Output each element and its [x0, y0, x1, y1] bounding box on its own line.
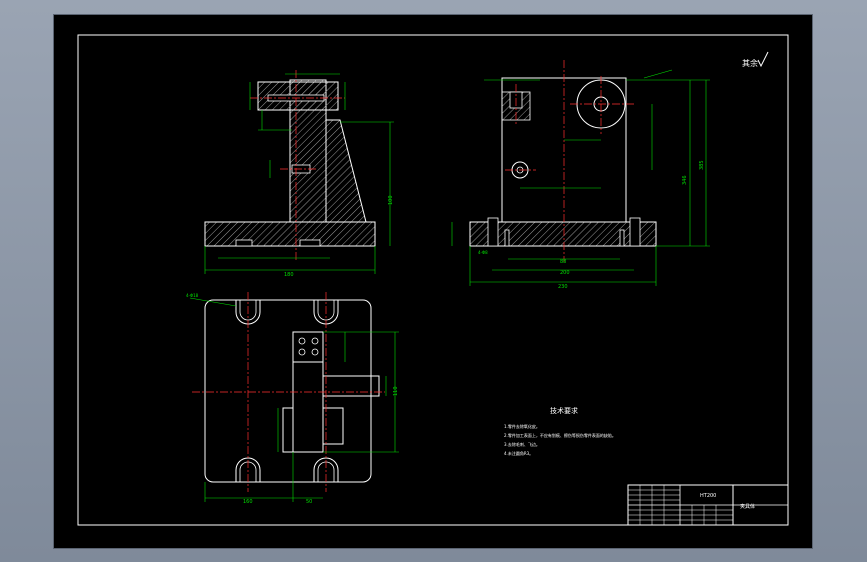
side-holes-callout: 4-Φ8: [478, 250, 488, 255]
tech-item-3: 3.去除毛刺、飞边。: [504, 441, 540, 447]
side-height-dim-1: 346: [682, 175, 688, 185]
tech-item-1: 1.零件去除氧化皮。: [504, 423, 540, 429]
side-width-dim: 230: [558, 284, 568, 290]
side-base-dim: 88: [560, 259, 566, 265]
title-block-material: HT200: [700, 493, 716, 499]
front-height-dim: 100: [388, 195, 394, 205]
top-length-dim: 110: [393, 386, 399, 396]
tech-requirements: 技术要求 1.零件去除氧化皮。 2.零件加工表面上，不应有划痕、擦伤等损伤零件表…: [504, 406, 616, 456]
side-view: 230 200 88 346 385 4-Φ8: [451, 60, 710, 290]
drawing-border: [77, 34, 789, 526]
tech-item-4: 4.未注圆角R3。: [504, 450, 533, 456]
tech-requirements-title: 技术要求: [550, 406, 578, 415]
top-width-dim: 160: [243, 499, 253, 505]
top-holes-callout: 4-Φ18: [186, 293, 199, 298]
title-block: HT200 夹具体: [627, 484, 789, 526]
top-view: 160 50 110 4-Φ18: [186, 292, 399, 505]
roughness-note: 其余: [742, 58, 758, 68]
tech-item-2: 2.零件加工表面上，不应有划痕、擦伤等损伤零件表面的缺陷。: [504, 432, 616, 438]
top-inner-dim: 50: [306, 499, 312, 505]
title-block-part-name: 夹具体: [740, 503, 755, 510]
side-inner-dim: 200: [560, 270, 570, 276]
front-width-dim: 180: [284, 272, 294, 278]
roughness-symbol: 其余: [742, 51, 769, 68]
front-section-view: 180 100: [204, 70, 394, 278]
drawing-sheet: [54, 15, 812, 548]
side-height-dim-2: 385: [699, 160, 705, 170]
